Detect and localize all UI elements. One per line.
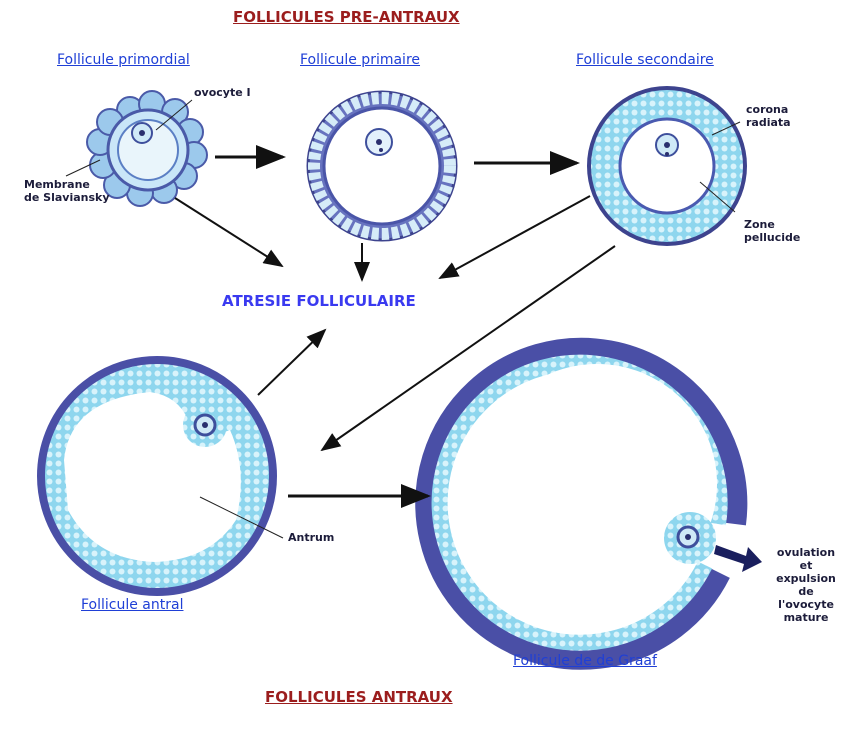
- graafian-follicle: [426, 349, 736, 659]
- arrow-antral-to-atresie: [258, 330, 325, 395]
- title-antraux: FOLLICULES ANTRAUX: [265, 688, 453, 706]
- title-pre-antraux: FOLLICULES PRE-ANTRAUX: [233, 8, 460, 26]
- antral-follicle: [41, 360, 283, 592]
- label-membrane-line2: de Slaviansky: [24, 192, 110, 204]
- ovulation-line-3: expulsion: [766, 572, 846, 585]
- label-follicule-primaire: Follicule primaire: [300, 52, 420, 68]
- arrow-primordial-to-atresie: [175, 198, 282, 266]
- label-membrane-line1: Membrane: [24, 179, 90, 191]
- ovulation-arrow: [714, 545, 762, 572]
- arrow-secondaire-to-atresie: [440, 196, 590, 278]
- secondary-follicle: [589, 88, 745, 244]
- label-ovulation: ovulation et expulsion de l'ovocyte matu…: [766, 546, 846, 624]
- label-zone-line1: Zone: [744, 219, 775, 231]
- label-zone-line2: pellucide: [744, 232, 800, 244]
- atresie-label: ATRESIE FOLLICULAIRE: [222, 292, 416, 310]
- label-follicule-secondaire: Follicule secondaire: [576, 52, 714, 68]
- label-follicule-primordial: Follicule primordial: [57, 52, 190, 68]
- label-antrum: Antrum: [288, 532, 334, 544]
- ovulation-line-5: l'ovocyte: [766, 598, 846, 611]
- label-follicule-de-graaf: Follicule de de Graaf: [513, 653, 657, 669]
- ovulation-line-6: mature: [766, 611, 846, 624]
- primary-follicle: [308, 92, 456, 240]
- label-corona-line2: radiata: [746, 117, 791, 129]
- label-ovocyte: ovocyte I: [194, 87, 251, 99]
- ovulation-line-2: et: [766, 559, 846, 572]
- ovulation-line-4: de: [766, 585, 846, 598]
- label-follicule-antral: Follicule antral: [81, 597, 183, 613]
- ovulation-line-1: ovulation: [766, 546, 846, 559]
- label-corona-line1: corona: [746, 104, 788, 116]
